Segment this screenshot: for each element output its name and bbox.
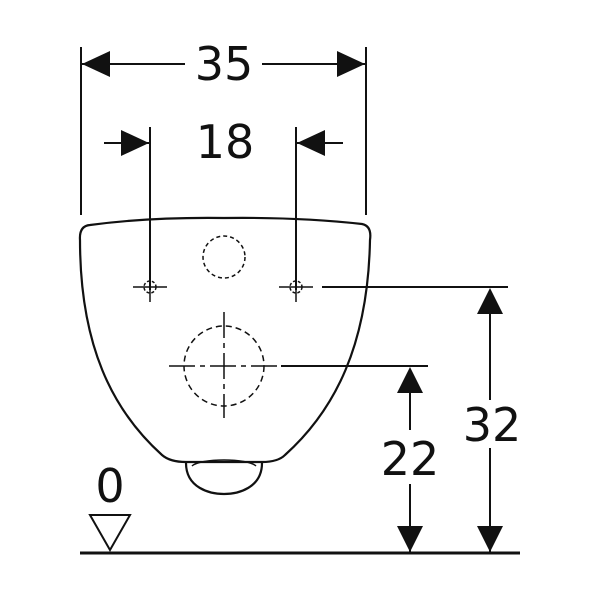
arrowhead-down-icon	[477, 526, 503, 552]
dimension-label-overall-width: 35	[195, 37, 254, 91]
mounting-hole-left	[133, 272, 167, 302]
arrowhead-up-icon	[477, 288, 503, 314]
mounting-hole-right	[279, 272, 313, 302]
dimension-label-hole-height: 32	[463, 398, 522, 452]
arrowhead-down-outlet-icon	[397, 526, 423, 552]
arrowhead-inward-left-icon	[121, 130, 149, 156]
dimension-outlet-height: 22	[381, 367, 440, 552]
waste-outlet	[169, 312, 279, 418]
outlet-spout-inner	[191, 459, 257, 467]
flush-inlet-hidden-circle	[202, 235, 246, 279]
dimension-hole-height: 32	[463, 288, 522, 552]
dimension-label-floor-reference: 0	[95, 459, 124, 513]
arrowhead-inward-right-icon	[297, 130, 325, 156]
dimension-label-hole-spacing: 18	[196, 115, 255, 169]
dimension-overall-width: 35	[80, 37, 367, 215]
arrowhead-up-outlet-icon	[397, 367, 423, 393]
outlet-spout	[184, 462, 264, 496]
floor-reference: 0	[80, 459, 520, 555]
dimension-hole-spacing: 18	[104, 115, 343, 290]
dimension-label-outlet-height: 22	[381, 432, 440, 486]
bowl-body	[78, 216, 372, 464]
arrowhead-left-icon	[82, 51, 110, 77]
toilet-bowl-outline	[78, 216, 372, 496]
arrowhead-right-icon	[337, 51, 365, 77]
triangle-down-icon	[88, 514, 132, 553]
